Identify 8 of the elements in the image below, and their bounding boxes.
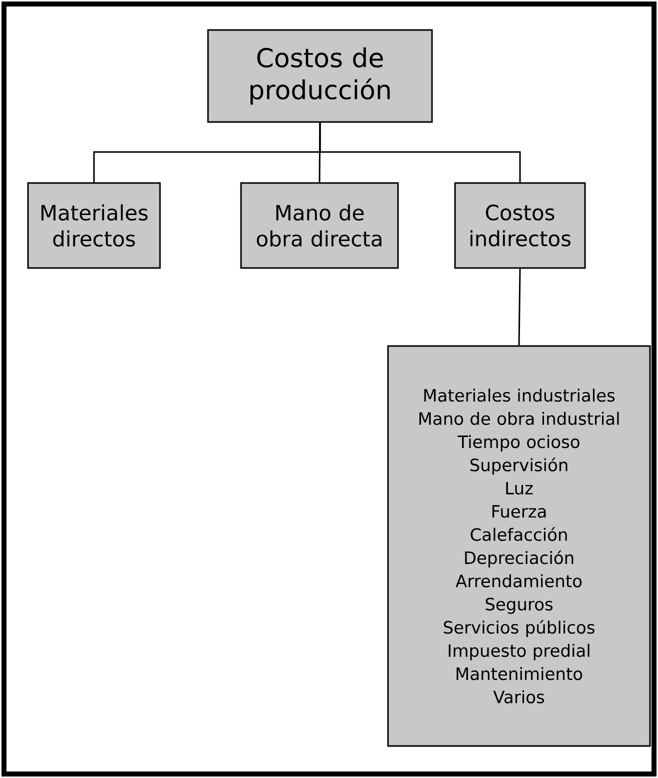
connector-line (518, 268, 521, 346)
box: Materiales industriales Mano de obra industrial Tiempo ocioso Supervisión Luz Fuerza Calefacción Depreciación Arrendamiento Seguros Servicios públicos Impuesto predial Mantenimiento Varios (387, 345, 651, 747)
box: Materiales directos (27, 182, 161, 269)
box: Costos indirectos (454, 182, 586, 269)
box: Costos de producción (207, 29, 433, 123)
connector-line (318, 122, 321, 182)
connector-line (319, 122, 521, 182)
box: Mano de obra directa (240, 182, 399, 269)
